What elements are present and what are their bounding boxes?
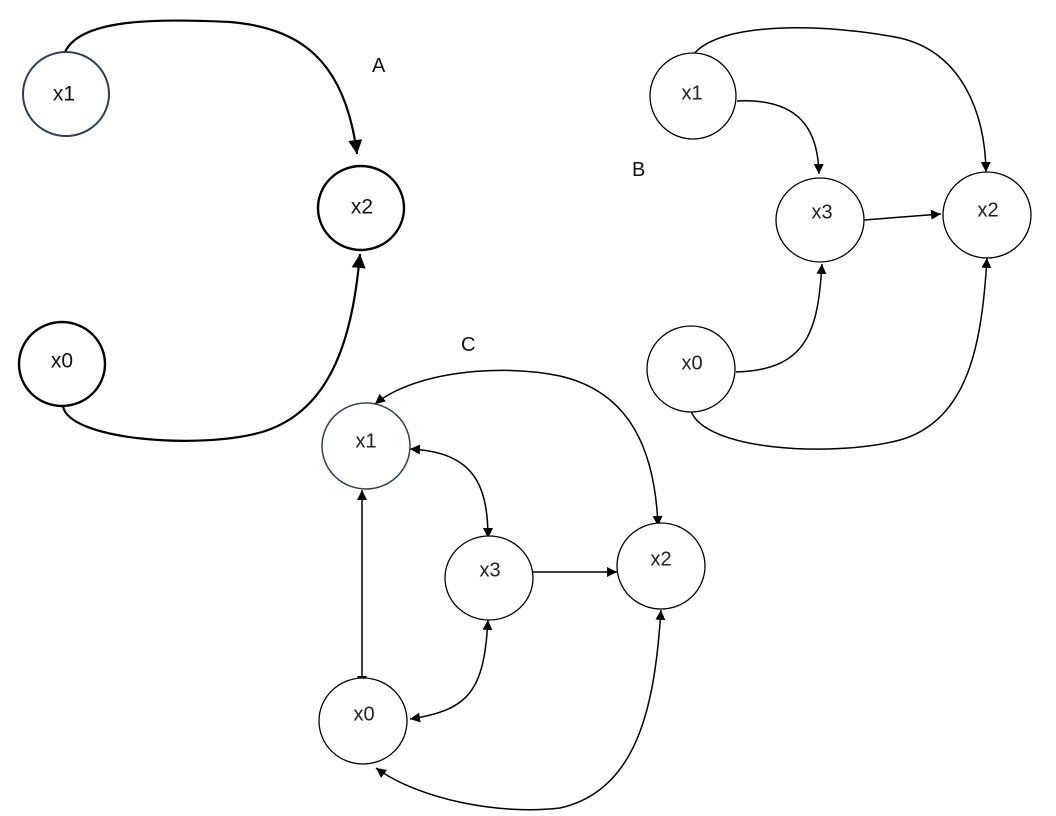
panel-c: C x1 x3 x2 x0 <box>318 334 706 811</box>
node-c-x2-label: x2 <box>650 548 671 570</box>
node-c-x2: x2 <box>616 522 706 610</box>
node-a-x2: x2 <box>316 164 406 252</box>
panel-label-c: C <box>461 334 475 356</box>
edge-a-x0-x2 <box>61 253 366 442</box>
node-b-x2-label: x2 <box>977 199 998 221</box>
edge-a-x1-x2 <box>64 19 363 155</box>
node-a-x0-label: x0 <box>51 350 73 373</box>
node-c-x1-label: x1 <box>355 430 376 452</box>
node-c-x0-label: x0 <box>353 703 374 725</box>
node-a-x2-label: x2 <box>351 196 373 219</box>
node-b-x1: x1 <box>649 52 737 140</box>
node-b-x3-label: x3 <box>811 201 832 223</box>
panel-label-b: B <box>632 159 645 181</box>
edge-c-x0-x3 <box>409 619 493 723</box>
edge-c-x1-x3 <box>409 444 493 539</box>
edge-b-x1-x3 <box>736 100 824 175</box>
panel-b: B x1 x3 x2 x0 <box>632 27 1032 450</box>
panel-a: A x1 x2 x0 <box>17 19 406 442</box>
edge-c-x1-x2 <box>374 369 663 527</box>
edge-b-x0-x2 <box>690 257 992 450</box>
node-a-x0: x0 <box>17 320 107 408</box>
edge-b-x1-x2 <box>692 27 991 173</box>
edge-b-x0-x3 <box>735 263 827 373</box>
panel-label-a: A <box>372 55 386 77</box>
edge-b-x3-x2 <box>863 209 942 221</box>
node-c-x1: x1 <box>321 402 411 490</box>
node-b-x0-label: x0 <box>681 352 702 374</box>
node-c-x0: x0 <box>318 677 408 765</box>
node-b-x2: x2 <box>942 171 1032 259</box>
node-c-x3-label: x3 <box>479 559 500 581</box>
node-b-x3: x3 <box>775 177 865 263</box>
node-a-x1: x1 <box>22 51 110 137</box>
node-a-x1-label: x1 <box>53 83 75 106</box>
node-b-x1-label: x1 <box>681 82 702 104</box>
node-b-x0: x0 <box>646 325 736 413</box>
edge-c-x0-x2 <box>375 609 666 811</box>
node-c-x3: x3 <box>444 535 534 621</box>
